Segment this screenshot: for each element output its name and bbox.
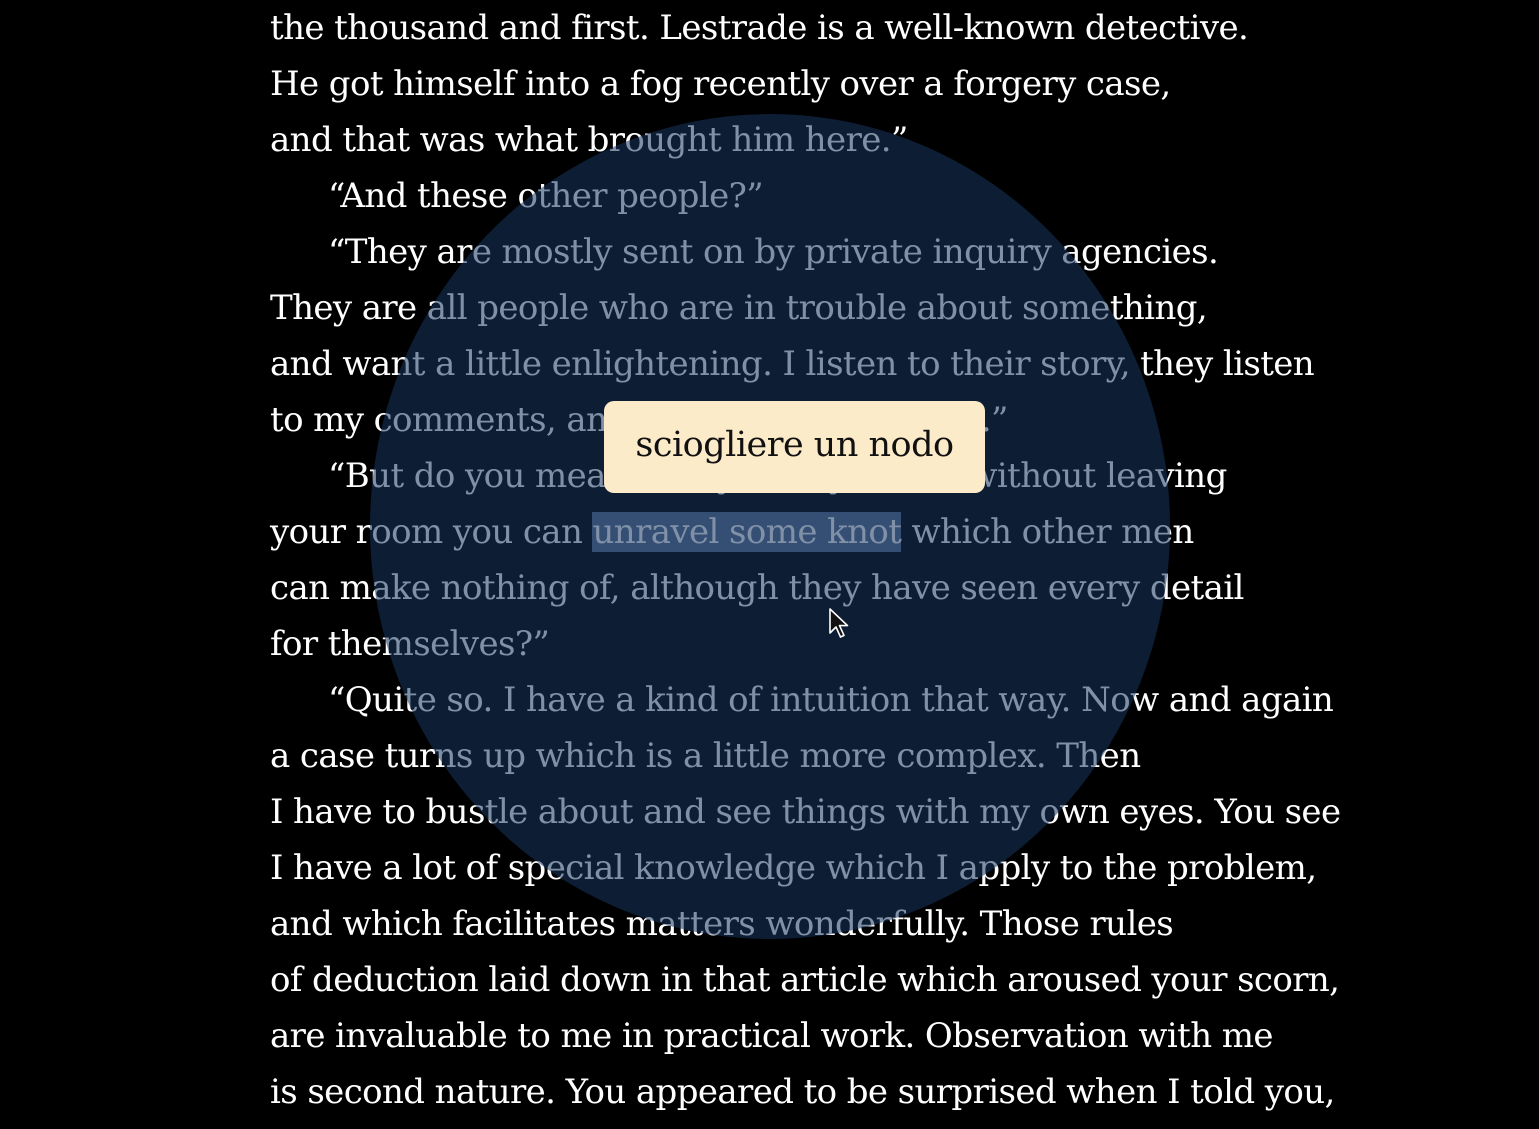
- translation-text: sciogliere un nodo: [635, 425, 954, 465]
- text-line: and which facilitates matters wonderfull…: [270, 904, 1174, 944]
- text-line: for themselves?”: [270, 624, 550, 664]
- text-line: I have a lot of special knowledge which …: [270, 848, 1317, 888]
- text-line: is second nature. You appeared to be sur…: [270, 1072, 1335, 1112]
- text-fragment: your room you can: [270, 512, 593, 552]
- text-line: of deduction laid down in that article w…: [270, 960, 1340, 1000]
- text-line: the thousand and first. Lestrade is a we…: [270, 8, 1249, 48]
- text-line: I have to bustle about and see things wi…: [270, 792, 1341, 832]
- highlighted-phrase[interactable]: unravel some knot: [592, 512, 902, 552]
- text-line: “And these other people?”: [328, 176, 764, 216]
- text-line: and want a little enlightening. I listen…: [270, 344, 1315, 384]
- text-line: and that was what brought him here.”: [270, 120, 908, 160]
- text-line: “They are mostly sent on by private inqu…: [328, 232, 1219, 272]
- text-line: a case turns up which is a little more c…: [270, 736, 1141, 776]
- text-line: They are all people who are in trouble a…: [270, 288, 1208, 328]
- translation-tooltip[interactable]: sciogliere un nodo: [604, 401, 985, 493]
- text-line: can make nothing of, although they have …: [270, 568, 1244, 608]
- text-line: your room you can unravel some knot whic…: [270, 504, 1194, 560]
- text-line: are invaluable to me in practical work. …: [270, 1016, 1273, 1056]
- text-fragment: which other men: [901, 512, 1195, 552]
- text-line: “Quite so. I have a kind of intuition th…: [328, 680, 1334, 720]
- mouse-pointer-icon: [829, 608, 849, 638]
- text-line: He got himself into a fog recently over …: [270, 64, 1171, 104]
